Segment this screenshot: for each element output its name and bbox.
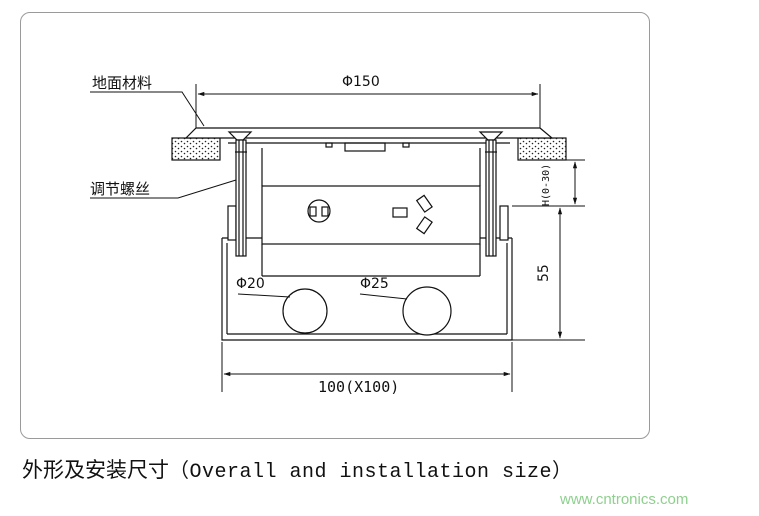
hole-right-label: Φ25	[360, 276, 389, 292]
top-cover-plate	[184, 127, 554, 139]
floor-material-label: 地面材料	[92, 74, 153, 92]
screw-left	[227, 131, 253, 257]
floor-right	[517, 137, 567, 161]
hole-left-label: Φ20	[236, 276, 265, 292]
caption-en: （Overall and installation size）	[169, 461, 573, 484]
figure-caption: 外形及安装尺寸（Overall and installation size）	[22, 454, 573, 484]
screw-right	[478, 131, 504, 257]
leader-adjust-screw	[90, 179, 237, 199]
adjust-screw-label: 调节螺丝	[90, 180, 151, 198]
watermark: www.cntronics.com	[560, 491, 689, 508]
floor-left	[171, 137, 221, 161]
leader-floor-material	[90, 91, 205, 127]
bottom-box	[221, 238, 513, 341]
box-height-label: 55	[536, 264, 552, 282]
hole-right	[402, 286, 452, 336]
socket-body	[261, 185, 481, 245]
diagram-frame	[20, 12, 650, 439]
top-diameter-label: Φ150	[342, 74, 380, 90]
caption-cn: 外形及安装尺寸	[22, 458, 169, 482]
hole-left	[282, 288, 328, 334]
three-pin-socket	[392, 194, 433, 235]
adjust-height-label: H(0-30)	[541, 163, 552, 206]
two-pin-socket	[307, 199, 331, 223]
bottom-width-label: 100(X100)	[318, 378, 400, 396]
